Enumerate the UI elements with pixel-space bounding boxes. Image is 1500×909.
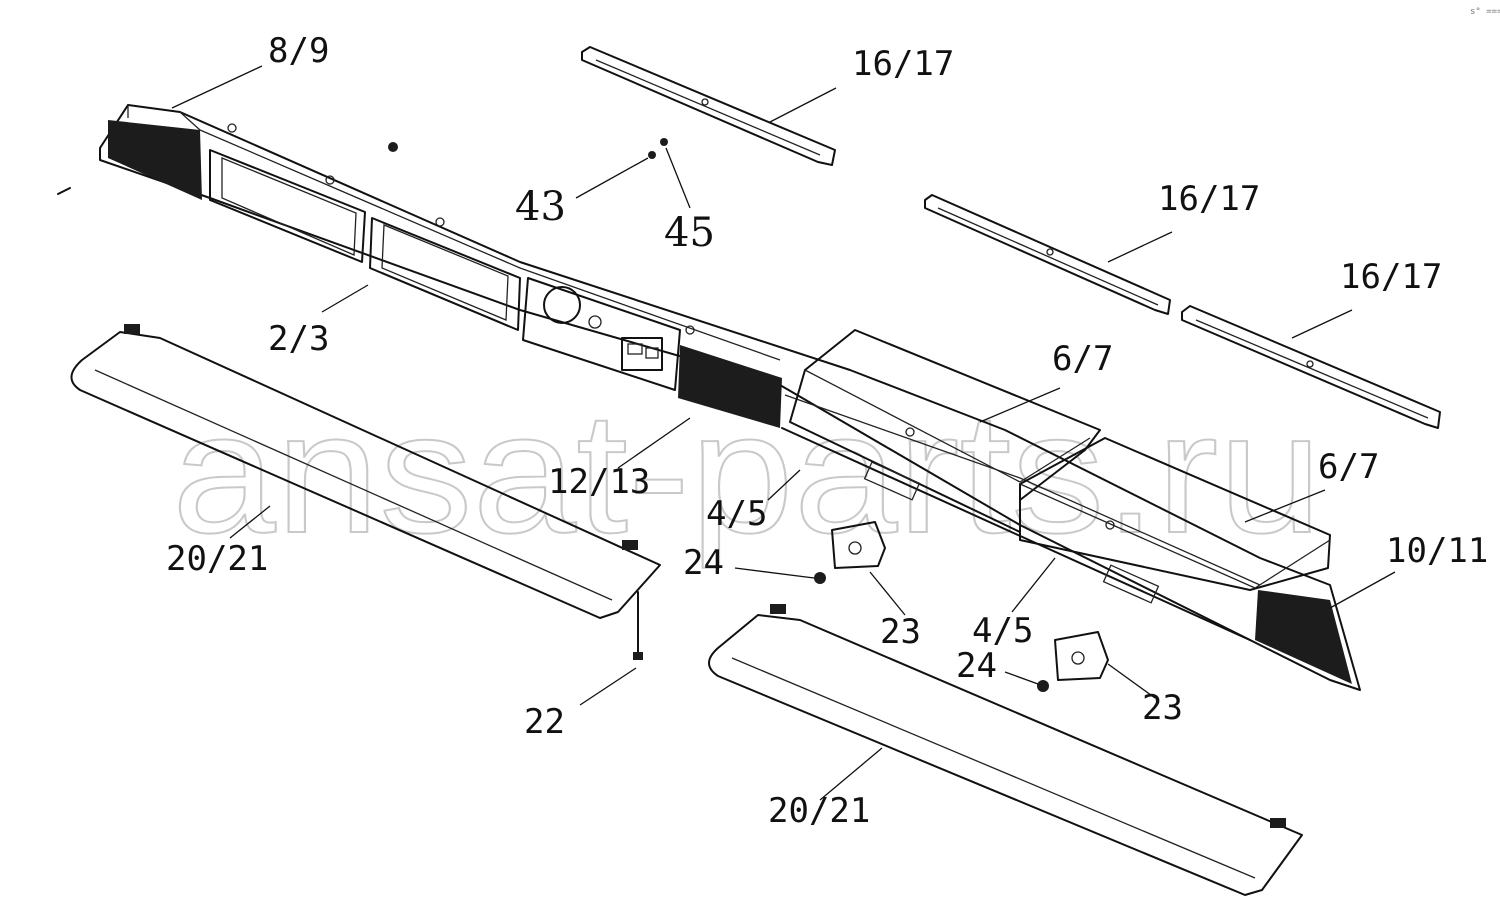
callout-43: 43 bbox=[515, 184, 566, 230]
callout-16-17-top: 16/17 bbox=[852, 44, 954, 84]
callout-8-9: 8/9 bbox=[268, 31, 329, 71]
callout-6-7-left: 6/7 bbox=[1052, 339, 1113, 379]
callout-6-7-right: 6/7 bbox=[1318, 447, 1379, 487]
left-vent-grille bbox=[108, 120, 202, 200]
panel-left-part[interactable] bbox=[70, 324, 661, 619]
callout-20-21-right: 20/21 bbox=[768, 791, 870, 831]
clip-23-right-part[interactable] bbox=[1054, 631, 1109, 681]
trim-strip-top-part[interactable] bbox=[581, 46, 836, 166]
center-vent-grille bbox=[678, 345, 782, 428]
trim-strip-right-part[interactable] bbox=[1181, 305, 1441, 429]
corner-mark: s° === bbox=[1470, 7, 1500, 17]
trim-strip-mid-part[interactable] bbox=[924, 194, 1171, 315]
callout-4-5-left: 4/5 bbox=[706, 494, 767, 534]
nut-24-right-part[interactable] bbox=[1037, 680, 1049, 692]
fastener-45-part[interactable] bbox=[660, 138, 668, 146]
nut-24-left-part[interactable] bbox=[814, 572, 826, 584]
callout-24-right: 24 bbox=[956, 646, 997, 686]
clip-23-left-part[interactable] bbox=[831, 521, 886, 569]
callout-16-17-right: 16/17 bbox=[1340, 257, 1442, 297]
leader-lines bbox=[171, 65, 1396, 801]
callout-23-left: 23 bbox=[880, 612, 921, 652]
compartment-left-part[interactable] bbox=[789, 329, 1101, 533]
callout-labels: 8/9 16/17 43 45 16/17 16/17 2/3 6/7 6/7 … bbox=[166, 31, 1488, 831]
compartment-right-part[interactable] bbox=[1019, 437, 1331, 604]
callout-2-3: 2/3 bbox=[268, 319, 329, 359]
callout-24-left: 24 bbox=[683, 543, 724, 583]
console-housing-part[interactable] bbox=[57, 104, 1361, 691]
callout-20-21-left: 20/21 bbox=[166, 539, 268, 579]
right-vent-grille bbox=[1255, 590, 1352, 684]
panel-right-part[interactable] bbox=[708, 604, 1303, 896]
small-nut-part[interactable] bbox=[388, 142, 398, 152]
callout-45: 45 bbox=[664, 210, 715, 256]
screw-22-part[interactable] bbox=[633, 591, 643, 660]
callout-10-11: 10/11 bbox=[1386, 531, 1488, 571]
callout-16-17-mid: 16/17 bbox=[1158, 179, 1260, 219]
callout-22: 22 bbox=[524, 702, 565, 742]
callout-4-5-right: 4/5 bbox=[972, 611, 1033, 651]
callout-12-13: 12/13 bbox=[548, 462, 650, 502]
fastener-43-part[interactable] bbox=[648, 151, 656, 159]
callout-23-right: 23 bbox=[1142, 688, 1183, 728]
